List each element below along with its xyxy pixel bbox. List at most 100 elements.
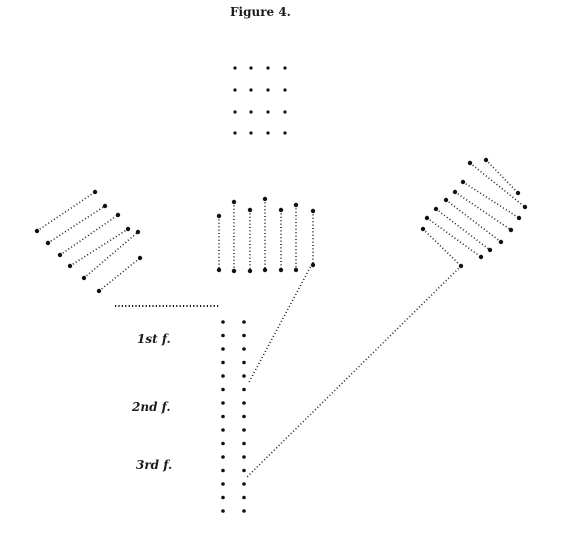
label-3rd-f: 3rd f. [136,458,172,472]
grid-dot [283,66,287,70]
bottom-right-column-dot [242,455,246,459]
bottom-right-column-dot [242,374,246,378]
label-1st-f: 1st f. [137,332,171,346]
right-bundle-line [485,159,519,194]
grid-dot [249,88,253,92]
bottom-left-column-dot [221,333,225,338]
bottom-left-column-dot [221,482,225,486]
bottom-left-column-dot [221,509,225,513]
bottom-left-column-dot [221,441,225,446]
right-bundle-end-dot [467,160,473,166]
left-bundle-line [36,191,96,232]
left-bundle-end-dot [45,240,51,246]
grid-dot [283,110,287,114]
left-bundle-line [83,231,139,279]
bottom-left-column-dot [221,414,225,419]
grid-dot [266,131,270,135]
center-bundle-end-dot [310,262,316,268]
center-bundle-end-dot [278,267,284,273]
right-dotted-bundle [420,157,528,269]
center-bundle-end-dot [247,268,253,274]
bottom-left-column-dot [221,401,225,405]
right-bundle-end-dot [478,254,484,260]
right-bundle-end-dot [508,227,514,233]
center-dotted-bundle [216,196,316,274]
center-bundle-end-dot [216,213,222,219]
right-bundle-end-dot [452,189,458,195]
right-bundle-line [462,181,520,219]
right-bundle-end-dot [420,226,426,232]
bottom-right-column-dot [242,347,246,351]
right-bundle-end-dot [483,157,489,163]
center-bundle-end-dot [293,202,299,208]
grid-dot [233,110,237,114]
grid-dot [233,88,237,92]
bottom-left-column-dot [221,347,225,351]
grid-dot [249,110,253,114]
center-bundle-end-dot [231,268,237,274]
left-bundle-end-dot [125,226,131,232]
grid-dot [233,131,237,135]
right-bundle-end-dot [498,239,504,245]
left-bundle-line [69,228,129,267]
right-bundle-end-dot [522,204,528,210]
grid-dot [233,66,237,70]
bottom-right-column-dot [242,441,246,446]
center-bundle-end-dot [293,267,299,273]
left-bundle-end-dot [137,255,143,261]
grid-dot [266,110,270,114]
bottom-right-column-dot [242,495,246,500]
left-bundle-end-dot [92,189,98,195]
grid-dot [266,88,270,92]
bottom-left-column-dot [221,320,225,324]
right-bundle-line [469,162,526,208]
center-bundle-end-dot [278,207,284,213]
left-bundle-end-dot [135,229,141,235]
bottom-left-column-dot [221,387,225,392]
left-bundle-end-dot [57,252,63,258]
center-bundle-end-dot [247,207,253,213]
right-connector-line [245,265,462,479]
bottom-right-column-dot [242,320,246,324]
figure-title: Figure 4. [230,5,291,19]
center-bundle-end-dot [262,267,268,273]
center-bundle-end-dot [231,199,237,205]
left-bundle-end-dot [102,203,108,209]
bottom-right-column-dot [242,387,246,392]
left-bundle-end-dot [115,212,121,218]
right-bundle-end-dot [424,215,430,221]
right-bundle-line [422,228,462,267]
center-bundle-end-dot [310,208,316,214]
bottom-left-column-dot [221,360,225,365]
top-dot-grid [233,66,287,135]
right-bundle-line [426,217,482,258]
bottom-right-column-dot [242,482,246,486]
bottom-left-column-dot [221,455,225,459]
bottom-left-column-dot [221,468,225,473]
grid-dot [266,66,270,70]
center-bundle-end-dot [216,267,222,273]
grid-dot [249,66,253,70]
right-bundle-line [445,199,502,243]
bottom-right-column-dot [242,360,246,365]
right-bundle-end-dot [515,190,521,196]
grid-dot [283,88,287,92]
bottom-right-column-dot [242,468,246,473]
left-bundle-line [47,205,106,244]
left-bundle-end-dot [67,263,73,269]
left-bundle-line [98,257,141,292]
left-bundle-end-dot [34,228,40,234]
bottom-right-column-dot [242,509,246,513]
center-connector-line [247,263,313,385]
right-bundle-end-dot [443,197,449,203]
grid-dot [283,131,287,135]
right-bundle-end-dot [516,215,522,221]
left-bundle-end-dot [81,275,87,281]
bottom-right-column-dot [242,428,246,432]
left-dotted-bundle [34,189,143,294]
right-bundle-end-dot [487,247,493,253]
bottom-right-column-dot [242,401,246,405]
bottom-right-column-dot [242,333,246,338]
bottom-dot-columns [221,320,246,513]
